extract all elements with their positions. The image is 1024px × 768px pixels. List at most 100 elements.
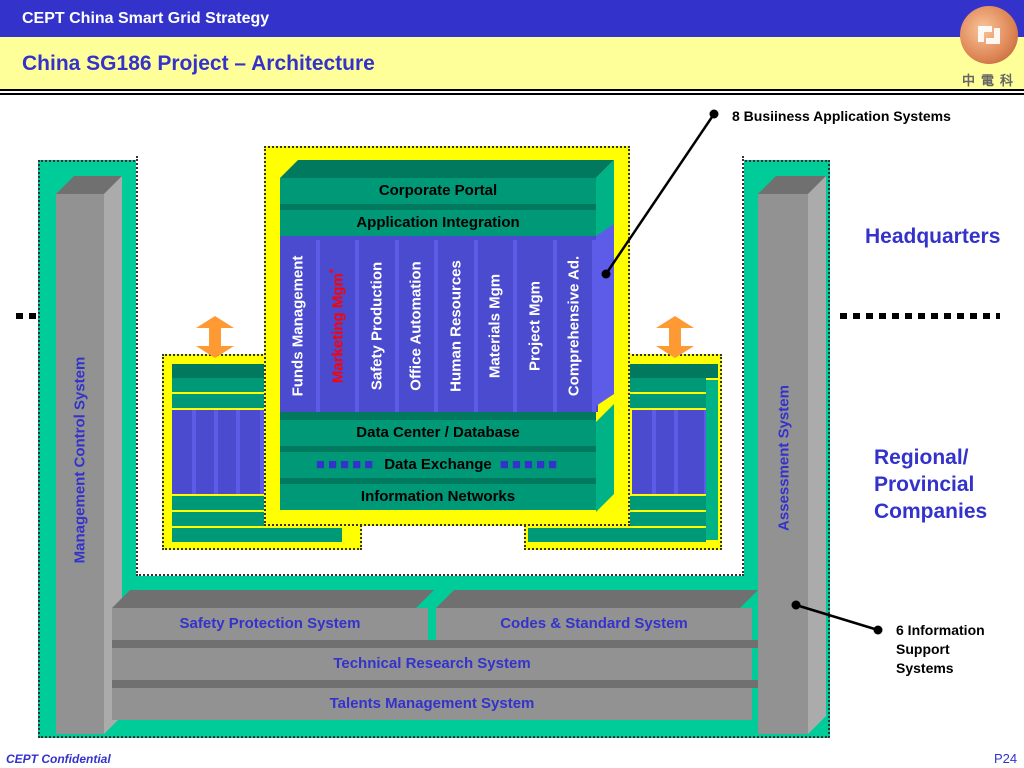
regional-layer [626, 512, 706, 526]
page-title: China SG186 Project – Architecture [22, 52, 375, 75]
regional-app-column [240, 410, 264, 494]
application-label: Funds Management [289, 256, 306, 397]
regional-layer [626, 378, 706, 392]
header-divider [0, 89, 1024, 91]
regional-app-column [218, 410, 240, 494]
pillar-side [104, 176, 122, 734]
regional-layer [172, 512, 272, 526]
business-apps-callout: 8 Busiiness Application Systems [732, 108, 951, 124]
application-label: Safety Production [368, 262, 385, 390]
regional-app-column [196, 410, 218, 494]
layer-top [112, 680, 758, 688]
application-column: Human Resources [438, 240, 478, 412]
application-label-text: Project Mgm [526, 280, 544, 372]
layer-divider [280, 412, 596, 420]
double-arrow-icon [656, 316, 694, 358]
application-column: Materials Mgm [477, 240, 517, 412]
application-column: Comprehensive Ad. [556, 240, 596, 412]
regional-layer [626, 394, 706, 408]
data-exchange-layer: ■■■■■ Data Exchange ■■■■■ [280, 452, 596, 478]
layer-divider [280, 446, 596, 452]
application-column: Funds Management [280, 240, 320, 412]
layer-top [436, 590, 758, 608]
application-integration-layer: Application Integration [280, 210, 596, 236]
application-label-text: Human Resources [447, 260, 465, 392]
regional-label-line2: Provincial [874, 473, 975, 496]
page-number: P24 [994, 751, 1018, 766]
support-callout-line1: 6 Information [896, 622, 985, 638]
regional-layer-top [626, 364, 718, 378]
regional-app-column [656, 410, 678, 494]
regional-app-column [172, 410, 196, 494]
pillar-side [808, 176, 826, 734]
pillar-top [56, 176, 122, 194]
application-label-text: Funds Management [289, 255, 307, 397]
information-networks-layer: Information Networks [280, 484, 596, 510]
regional-label-line3: Companies [874, 500, 988, 523]
regional-app-column [678, 410, 708, 494]
application-label: Marketing Mgm* [328, 269, 347, 383]
support-callout-line2: Support [896, 641, 950, 657]
pillar-top [758, 176, 826, 194]
regional-layer-top [172, 364, 272, 378]
application-label-text: Marketing Mgm [329, 273, 347, 384]
layer-top [280, 160, 614, 178]
level-separator [840, 313, 1000, 319]
layer-divider [280, 204, 596, 210]
regional-layer [626, 496, 706, 510]
corporate-portal-layer: Corporate Portal [280, 178, 596, 204]
layer-top [112, 590, 434, 608]
company-logo-icon [960, 6, 1018, 64]
data-exchange-dots-right: ■■■■■ [499, 456, 561, 473]
assessment-pillar [758, 194, 808, 734]
footer-confidential: CEPT Confidential [6, 752, 111, 766]
layer-top [112, 640, 758, 648]
application-columns: Funds Management Marketing Mgm* Safety Pro… [280, 240, 596, 412]
applications-side [596, 224, 614, 406]
regional-layer [172, 394, 272, 408]
application-column: Marketing Mgm* [319, 240, 359, 412]
headquarters-label: Headquarters [865, 225, 1001, 248]
regional-layer [172, 528, 342, 542]
logo-mark-icon [978, 26, 1000, 44]
regional-layer [172, 496, 272, 510]
title-bar [0, 37, 1024, 89]
application-column: Project Mgm [517, 240, 557, 412]
management-control-label: Management Control System [71, 356, 89, 564]
regional-layer-side [706, 380, 718, 540]
talents-management-layer: Talents Management System [112, 688, 752, 720]
header-divider [0, 93, 1024, 95]
application-label: Office Automation [408, 261, 425, 390]
application-label: Human Resources [447, 260, 464, 392]
management-control-pillar [56, 194, 104, 734]
regional-label-line1: Regional/ [874, 446, 969, 469]
data-exchange-label: Data Exchange [384, 456, 492, 473]
layer-side [596, 404, 614, 512]
safety-protection-layer: Safety Protection System [112, 608, 428, 640]
codes-standard-layer: Codes & Standard System [436, 608, 752, 640]
application-column: Office Automation [398, 240, 438, 412]
level-separator [16, 313, 40, 319]
application-label: Project Mgm [526, 281, 543, 371]
application-column: Safety Production [359, 240, 399, 412]
application-label: Materials Mgm [487, 274, 504, 378]
regional-layer [172, 378, 272, 392]
layer-divider [280, 478, 596, 484]
double-arrow-icon [196, 316, 234, 358]
callout-dot [873, 625, 883, 635]
regional-app-column [632, 410, 656, 494]
callout-dot [709, 109, 719, 119]
application-label: Comprehensive Ad. [566, 256, 583, 396]
support-callout-line3: Systems [896, 660, 954, 676]
data-center-layer: Data Center / Database [280, 420, 596, 446]
application-label-text: Safety Production [368, 261, 386, 391]
app-title: CEPT China Smart Grid Strategy [22, 10, 270, 27]
header-bar [0, 0, 1024, 37]
technical-research-layer: Technical Research System [112, 648, 752, 680]
assessment-label: Assessment System [775, 385, 793, 531]
application-label-text: Materials Mgm [486, 273, 504, 379]
application-note: * [327, 268, 340, 274]
logo-text: 中電科 [962, 74, 1020, 89]
application-label-text: Office Automation [407, 261, 425, 391]
data-exchange-dots-left: ■■■■■ [315, 456, 377, 473]
